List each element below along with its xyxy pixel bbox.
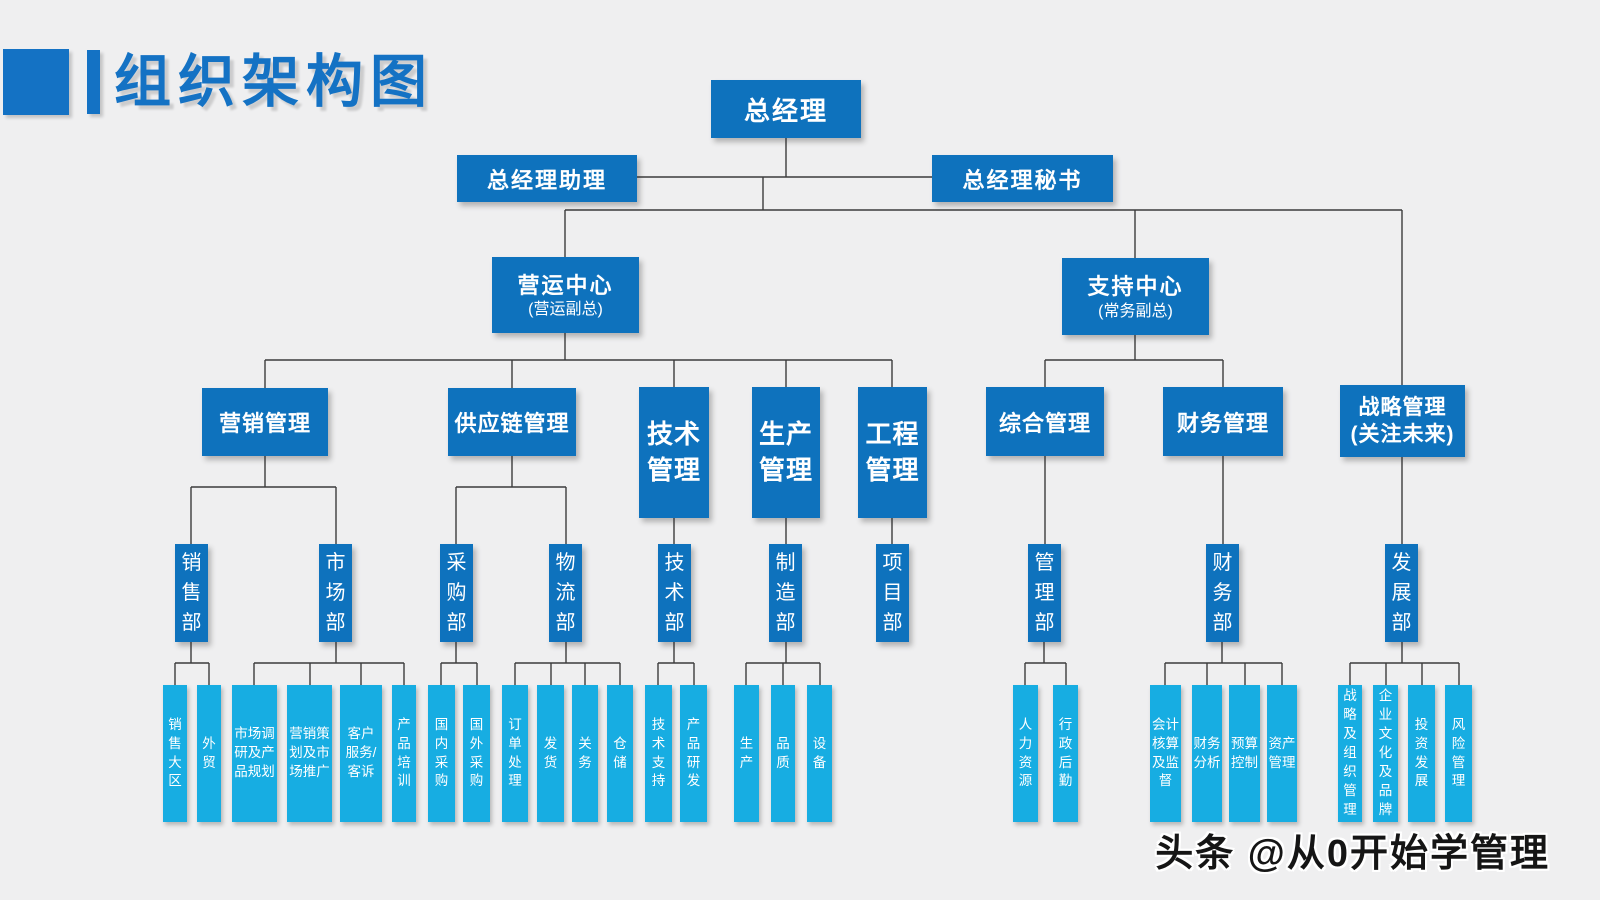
title-deco-block — [3, 49, 69, 115]
admin-dept-box: 管理部 — [1028, 544, 1061, 642]
support-center-box: 支持中心 (常务副总) — [1062, 258, 1209, 335]
operations-center-label: 营运中心 — [517, 272, 614, 298]
development-dept-box: 发展部 — [1385, 544, 1418, 642]
function-admin-logistics: 行政后勤 — [1053, 685, 1078, 822]
function-quality: 品质 — [771, 685, 795, 822]
function-risk-mgmt: 风险管理 — [1445, 685, 1472, 822]
watermark-text: 头条 @从0开始学管理 — [1155, 833, 1550, 875]
strategy-mgmt-label: 战略管理 — [1358, 395, 1447, 419]
function-accounting: 会计核算及监督 — [1150, 685, 1181, 822]
function-warehousing: 仓储 — [607, 685, 633, 822]
manufacturing-dept-box: 制造部 — [769, 544, 802, 642]
function-market-research: 市场调研及产品规划 — [232, 685, 277, 822]
function-customs: 关务 — [572, 685, 598, 822]
division-production-mgmt: 生产管理 — [752, 387, 820, 518]
finance-dept-box: 财务部 — [1206, 544, 1239, 642]
function-strategy-org-mgmt: 战略及组织管理 — [1338, 685, 1362, 822]
function-shipping: 发货 — [537, 685, 564, 822]
division-general-mgmt: 综合管理 — [986, 387, 1104, 456]
division-tech-mgmt: 技术管理 — [639, 387, 709, 518]
function-hr: 人力资源 — [1013, 685, 1038, 822]
function-order-processing: 订单处理 — [502, 685, 528, 822]
support-center-label: 支持中心 — [1087, 274, 1184, 300]
gm-box: 总经理 — [711, 80, 861, 138]
function-sales-region: 销售大区 — [163, 685, 187, 822]
function-budget-control: 预算控制 — [1229, 685, 1260, 822]
function-investment-dev: 投资发展 — [1408, 685, 1435, 822]
purchasing-dept-box: 采购部 — [440, 544, 473, 642]
function-domestic-purchasing: 国内采购 — [428, 685, 455, 822]
function-culture-brand: 企业文化及品牌 — [1373, 685, 1398, 822]
gm-secretary-box: 总经理秘书 — [932, 155, 1113, 202]
function-equipment: 设备 — [807, 685, 832, 822]
operations-center-sublabel: (营运副总) — [528, 301, 603, 319]
tech-dept-box: 技术部 — [658, 544, 691, 642]
sales-dept-box: 销售部 — [175, 544, 208, 642]
division-engineering-mgmt: 工程管理 — [858, 387, 927, 518]
function-production: 生产 — [734, 685, 759, 822]
function-tech-support: 技术支持 — [645, 685, 672, 822]
function-product-training: 产品培训 — [392, 685, 416, 822]
function-financial-analysis: 财务分析 — [1192, 685, 1222, 822]
function-product-rd: 产品研发 — [680, 685, 707, 822]
support-center-sublabel: (常务副总) — [1098, 302, 1173, 320]
logistics-dept-box: 物流部 — [549, 544, 582, 642]
market-dept-box: 市场部 — [319, 544, 352, 642]
function-asset-mgmt: 资产管理 — [1267, 685, 1297, 822]
division-strategy-mgmt: 战略管理 (关注未来) — [1340, 385, 1465, 457]
operations-center-box: 营运中心 (营运副总) — [492, 257, 639, 333]
division-finance-mgmt: 财务管理 — [1163, 387, 1283, 456]
title-deco-bar — [87, 50, 100, 114]
division-supply-chain-mgmt: 供应链管理 — [448, 388, 576, 456]
gm-assistant-box: 总经理助理 — [457, 155, 637, 202]
project-dept-box: 项目部 — [876, 544, 909, 642]
strategy-mgmt-sublabel: (关注未来) — [1350, 423, 1455, 446]
function-customer-service: 客户服务/客诉 — [340, 685, 382, 822]
page-title: 组织架构图 — [114, 50, 434, 114]
function-overseas-purchasing: 国外采购 — [463, 685, 490, 822]
function-marketing-planning: 营销策划及市场推广 — [287, 685, 332, 822]
function-foreign-trade: 外贸 — [197, 685, 221, 822]
division-marketing-mgmt: 营销管理 — [202, 388, 328, 456]
